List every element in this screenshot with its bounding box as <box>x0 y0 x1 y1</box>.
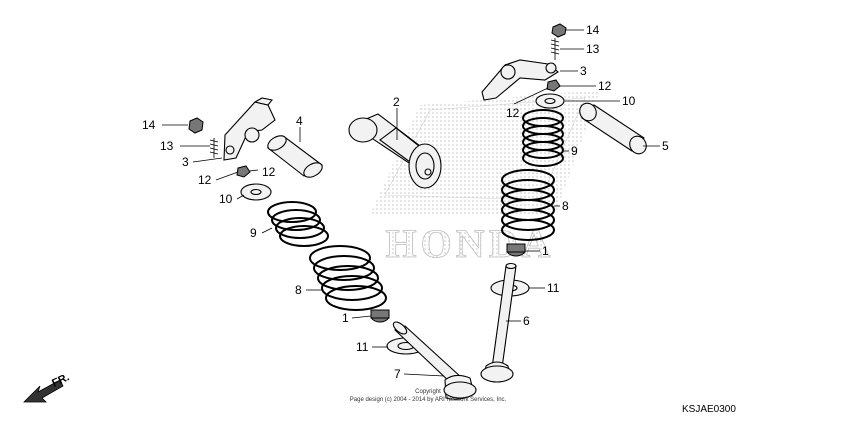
leader-lines <box>162 29 660 377</box>
honda-watermark-text: HONDA <box>386 221 555 266</box>
callout-11-right: 11 <box>547 281 560 295</box>
callout-labels: 14 13 3 12 12 10 9 8 1 11 7 4 2 14 13 3 … <box>142 23 669 381</box>
callout-9-right: 9 <box>571 144 578 158</box>
seal-1-left <box>370 309 390 323</box>
pin-12-right <box>546 79 561 92</box>
adjusting-screw-left <box>209 138 219 158</box>
callout-8-right: 8 <box>562 199 569 213</box>
lock-nut-left <box>188 117 204 134</box>
seal-1-right <box>506 243 526 257</box>
callout-14-left: 14 <box>142 118 156 132</box>
shaft-5 <box>579 102 647 155</box>
callout-10-left: 10 <box>219 192 233 206</box>
callout-6: 6 <box>523 314 530 328</box>
washer-10-right <box>535 93 565 109</box>
valve-spring-inner-right <box>522 109 564 167</box>
callout-1-left: 1 <box>342 311 349 325</box>
copyright-line-2: Page design (c) 2004 - 2014 by ARI Netwo… <box>350 397 507 403</box>
callout-12-left-b: 12 <box>198 173 212 187</box>
front-direction-arrow: FR. <box>23 371 71 403</box>
front-arrow-label: FR. <box>50 371 71 389</box>
callout-3-right: 3 <box>580 64 587 78</box>
callout-7: 7 <box>394 367 401 381</box>
camshaft-2 <box>348 113 442 189</box>
callout-13-right: 13 <box>586 42 600 56</box>
callout-12-right-a: 12 <box>598 79 612 93</box>
callout-3-left: 3 <box>182 155 189 169</box>
intake-valve-7 <box>392 321 477 400</box>
honda-wing-watermark: HONDA <box>370 90 600 266</box>
pin-12-left <box>236 165 251 178</box>
callout-9-left: 9 <box>250 226 257 240</box>
valve-spring-outer-right <box>501 169 555 241</box>
washer-10-left <box>240 183 272 201</box>
adjusting-screw-right <box>550 38 560 60</box>
callout-8-left: 8 <box>295 283 302 297</box>
exhaust-valve-6 <box>480 262 517 383</box>
callout-13-left: 13 <box>160 139 174 153</box>
diagram-code: KSJAE0300 <box>682 404 736 415</box>
callout-10-right: 10 <box>622 94 636 108</box>
callout-4: 4 <box>296 114 303 128</box>
valve-spring-inner-left <box>267 201 329 247</box>
rocker-arm-right <box>481 59 559 101</box>
callout-5: 5 <box>662 139 669 153</box>
shaft-4 <box>267 135 323 178</box>
copyright-line-1: Copyright <box>415 389 441 395</box>
callout-14-right: 14 <box>586 23 600 37</box>
callout-12-right-b: 12 <box>506 106 520 120</box>
callout-12-left-a: 12 <box>262 165 276 179</box>
valve-spring-outer-left <box>309 245 387 311</box>
callout-11-left: 11 <box>356 340 369 354</box>
rocker-arm-left <box>223 97 276 161</box>
callout-1-right: 1 <box>542 244 549 258</box>
lock-nut-right <box>551 23 567 38</box>
callout-2: 2 <box>393 95 400 109</box>
